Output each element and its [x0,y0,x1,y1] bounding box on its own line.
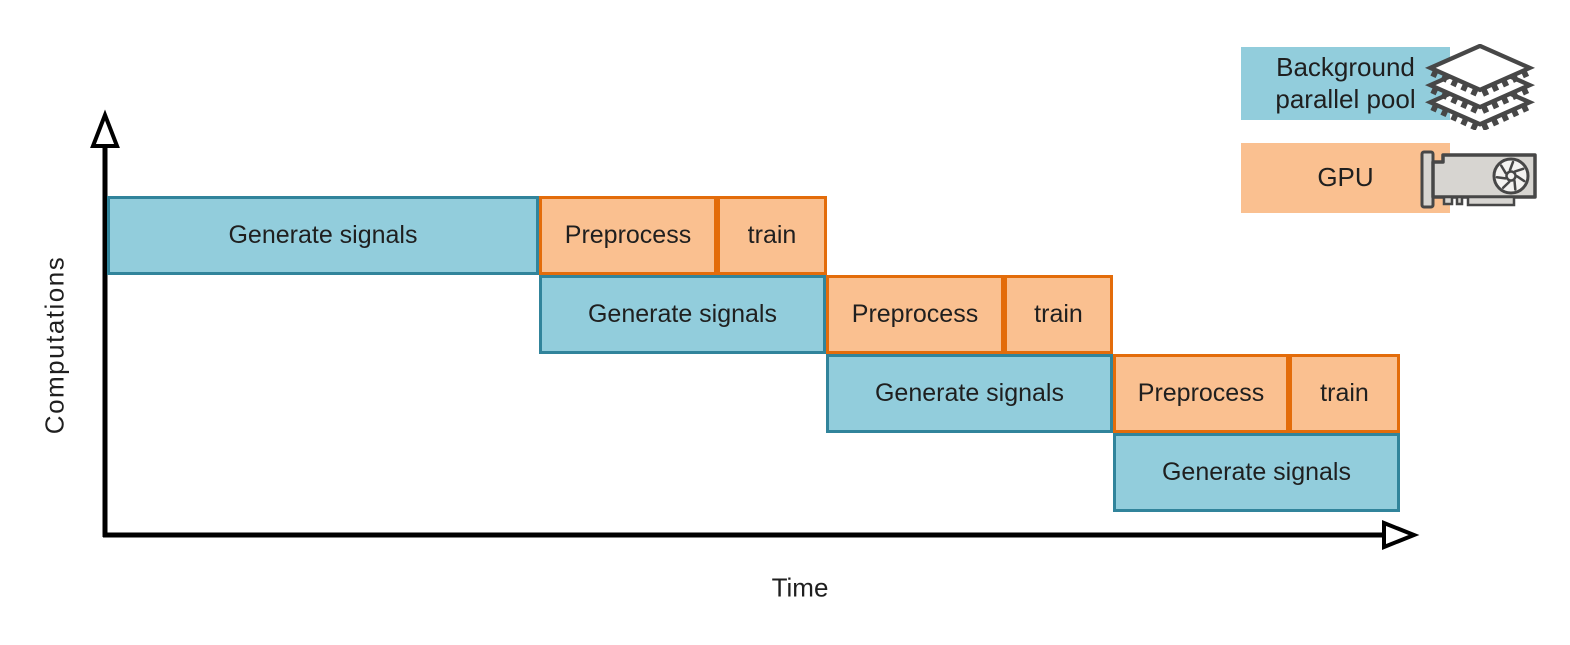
task-row2-preprocess: Preprocess [826,275,1004,354]
chip-stack-icon [1424,43,1536,133]
y-axis-arrowhead-icon [90,109,120,148]
task-row4-generate-signals: Generate signals [1113,433,1400,512]
task-row1-generate-signals: Generate signals [107,196,539,275]
y-axis-label: Computations [39,255,70,435]
legend-pool-label-line2: parallel pool [1275,83,1416,114]
gpu-card-icon [1414,147,1546,215]
legend-pool-label-line1: Background [1276,51,1415,82]
legend-pool-swatch: Background parallel pool [1241,47,1450,120]
task-row3-generate-signals: Generate signals [826,354,1113,433]
task-row1-preprocess: Preprocess [539,196,717,275]
task-row2-train: train [1004,275,1113,354]
x-axis-label: Time [771,572,829,603]
task-row1-train: train [717,196,827,275]
task-row2-generate-signals: Generate signals [539,275,826,354]
legend-gpu-swatch: GPU [1241,143,1450,213]
task-row3-preprocess: Preprocess [1113,354,1289,433]
task-row3-train: train [1289,354,1400,433]
legend-gpu-label: GPU [1317,162,1374,193]
x-axis-arrowhead-icon [1382,520,1420,550]
